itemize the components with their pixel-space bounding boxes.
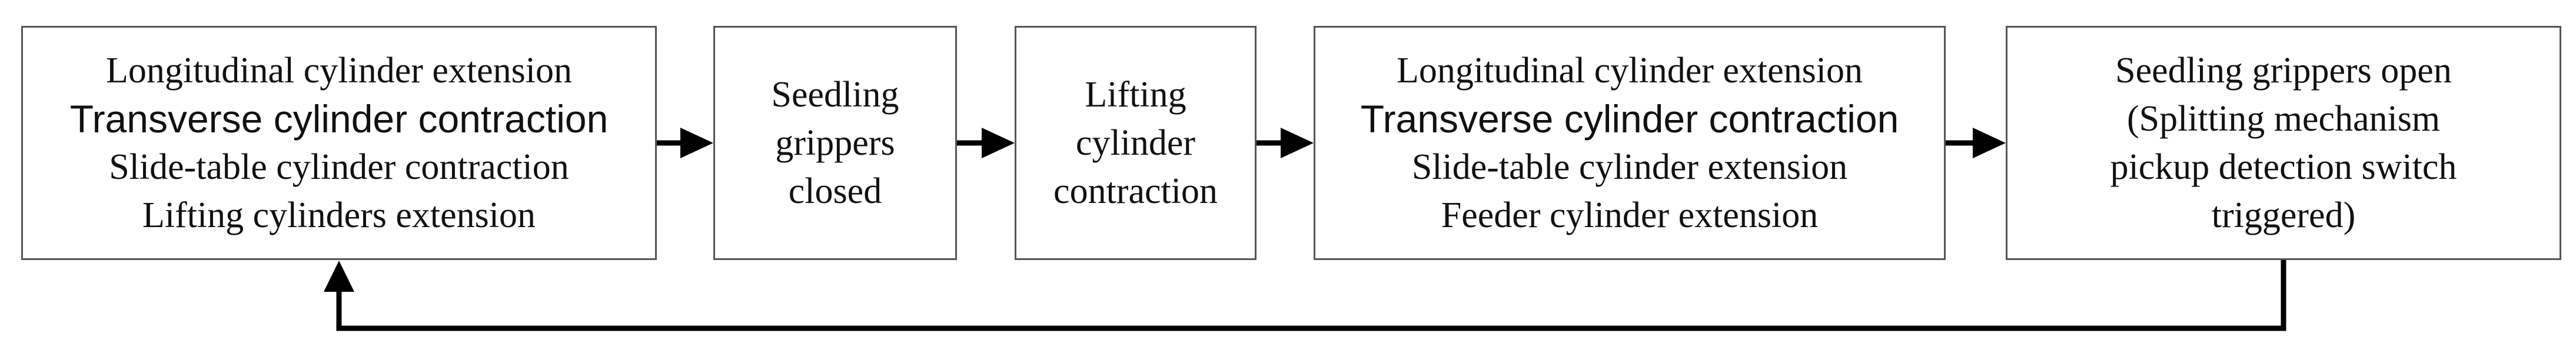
- step-3-line-2: cylinder: [1075, 123, 1196, 163]
- step-2-box: Seedling grippers closed: [713, 26, 957, 260]
- step-1-line-1: Longitudinal cylinder extension: [105, 51, 573, 91]
- arrow-step4-to-step5: [1946, 128, 2006, 158]
- feedback-arrow-step5-to-step1: [324, 260, 2286, 331]
- step-2-line-2: grippers: [775, 123, 895, 163]
- step-5-line-4: triggered): [2211, 195, 2356, 235]
- step-1-line-2-text: Transverse cylinder contraction: [69, 97, 609, 141]
- step-2-line-3: closed: [788, 171, 882, 211]
- step-3-line-3: contraction: [1053, 171, 1218, 211]
- arrow-step1-to-step2: [657, 128, 713, 158]
- step-2-line-1: Seedling: [771, 75, 899, 115]
- step-3-line-1: Lifting: [1085, 75, 1186, 115]
- step-3-box: Lifting cylinder contraction: [1015, 26, 1257, 260]
- arrow-step3-to-step4: [1257, 128, 1314, 158]
- step-4-line-2: Transverse cylinder contraction: [1361, 95, 1899, 143]
- step-4-line-3: Slide-table cylinder extension: [1411, 147, 1848, 187]
- arrow-step2-to-step3: [957, 128, 1015, 158]
- step-5-line-2: (Splitting mechanism: [2126, 99, 2441, 139]
- step-1-line-4: Lifting cylinders extension: [142, 195, 536, 235]
- step-4-box: Longitudinal cylinder extension Transver…: [1314, 26, 1946, 260]
- step-4-line-4: Feeder cylinder extension: [1441, 195, 1819, 235]
- step-4-line-2-text: Transverse cylinder contraction: [1360, 97, 1899, 141]
- step-1-line-3: Slide-table cylinder contraction: [109, 147, 569, 187]
- step-4-line-1: Longitudinal cylinder extension: [1396, 51, 1863, 91]
- step-5-line-1: Seedling grippers open: [2115, 51, 2452, 91]
- step-5-line-3: pickup detection switch: [2110, 147, 2457, 187]
- step-1-box: Longitudinal cylinder extension Transver…: [21, 26, 657, 260]
- step-1-line-2: Transverse cylinder contraction: [70, 95, 609, 143]
- step-5-box: Seedling grippers open (Splitting mechan…: [2006, 26, 2561, 260]
